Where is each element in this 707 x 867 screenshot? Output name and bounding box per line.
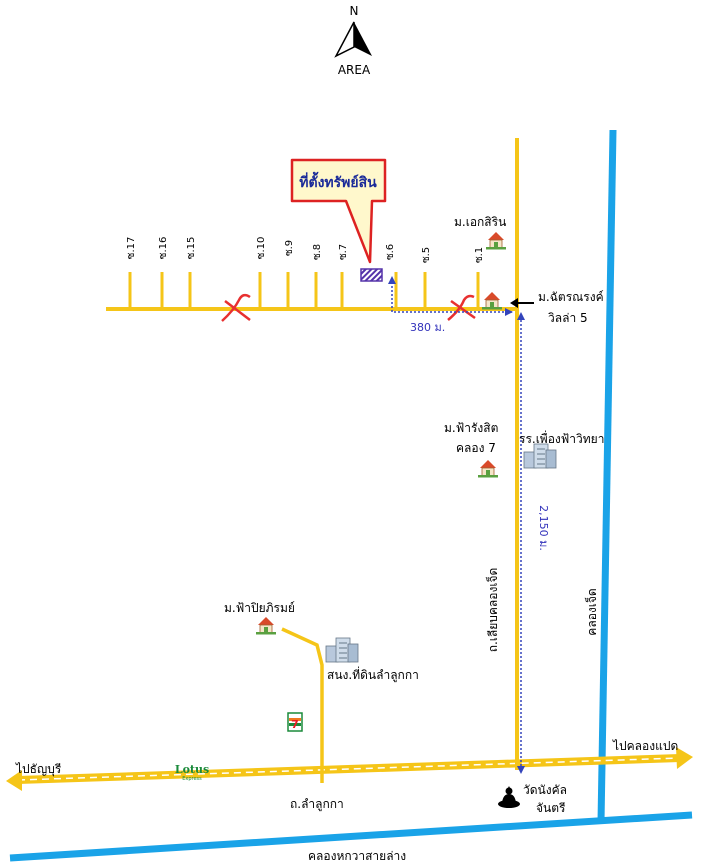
pointer-arrow bbox=[510, 298, 534, 308]
label-temple: วัดนังคัล bbox=[523, 783, 567, 797]
lotus-text: Lotus bbox=[175, 763, 209, 776]
callout-text: ที่ตั้งทรัพย์สิน bbox=[299, 171, 377, 191]
closed-road-mark bbox=[447, 294, 476, 321]
label-fah-rangsit: ม.ฟ้ารังสิต bbox=[444, 421, 498, 435]
canal-khlong-7 bbox=[597, 129, 617, 823]
soi-label: ซ.7 bbox=[338, 244, 349, 260]
soi-label: ซ.17 bbox=[126, 237, 137, 260]
temple-icon bbox=[498, 786, 520, 808]
distance-vertical: 2,150 ม. bbox=[517, 312, 550, 774]
canal-bottom bbox=[9, 811, 693, 862]
label-temple-2: จันตรี bbox=[536, 801, 566, 815]
soi-label: ซ.16 bbox=[158, 237, 169, 260]
label-villa-5: วิลล่า 5 bbox=[548, 311, 588, 325]
soi-label: ซ.15 bbox=[186, 237, 197, 260]
north-arrow-icon bbox=[354, 22, 372, 56]
compass-caption: AREA bbox=[338, 63, 371, 77]
seven-logo-text: 7 bbox=[291, 718, 299, 731]
house-icon bbox=[486, 232, 506, 250]
building-icon bbox=[325, 637, 359, 663]
soi-branches bbox=[128, 272, 480, 309]
label-road-lam-luk-ka: ถ.ลำลูกกา bbox=[290, 797, 344, 812]
arrow-right-icon bbox=[676, 747, 693, 769]
house-icon bbox=[256, 617, 276, 635]
soi-label: ซ.6 bbox=[385, 244, 396, 260]
property-marker[interactable] bbox=[360, 268, 383, 282]
label-canal-bottom: คลองหกวาสายล่าง bbox=[308, 849, 406, 863]
label-chatronrong: ม.ฉัตรณรงค์ bbox=[538, 290, 604, 304]
house-icon bbox=[482, 292, 502, 310]
label-to-thanyaburi: ไปธัญบุรี bbox=[15, 762, 62, 777]
distance-2150: 2,150 ม. bbox=[537, 505, 550, 551]
soi-label: ซ.5 bbox=[421, 247, 432, 263]
distance-horizontal: 380 ม. bbox=[388, 276, 513, 334]
soi-label: ซ.10 bbox=[256, 237, 267, 260]
lotus-sub-text: Express bbox=[182, 776, 202, 782]
label-ekkasirin: ม.เอกสิริน bbox=[454, 215, 506, 229]
lotus-logo: Lotus Express bbox=[175, 763, 209, 782]
property-callout: ที่ตั้งทรัพย์สิน bbox=[290, 158, 387, 264]
closed-road-mark bbox=[221, 293, 251, 322]
lam-luk-ka-road bbox=[6, 747, 693, 791]
north-letter: N bbox=[350, 4, 359, 18]
label-road-bypass: ถ.เลียบคลองเจ็ด bbox=[485, 568, 500, 653]
seven-eleven-logo: 7 bbox=[287, 712, 303, 732]
soi-label: ซ.8 bbox=[312, 244, 323, 260]
label-land-office: สนง.ที่ดินลำลูกกา bbox=[327, 666, 419, 683]
label-school: รร.เพื่องฟ้าวิทยา bbox=[519, 430, 604, 446]
label-to-khlong-paet: ไปคลองแปด bbox=[612, 739, 678, 753]
building-icon bbox=[523, 443, 557, 469]
road-to-fah-piyarom bbox=[281, 627, 324, 783]
house-icon bbox=[478, 460, 498, 478]
label-khlong-7: คลอง 7 bbox=[456, 441, 496, 455]
soi-label: ซ.1 bbox=[474, 247, 485, 263]
soi-labels: ซ.17 ซ.16 ซ.15 ซ.10 ซ.9 ซ.8 ซ.7 ซ.6 ซ.5 … bbox=[126, 237, 485, 264]
north-arrow: N AREA bbox=[334, 4, 372, 77]
arrow-left-icon bbox=[510, 298, 518, 308]
label-fah-piyarom: ม.ฟ้าปิยภิรมย์ bbox=[224, 601, 295, 615]
soi-label: ซ.9 bbox=[284, 240, 295, 256]
distance-380: 380 ม. bbox=[410, 321, 445, 334]
arrow-left-icon bbox=[6, 770, 22, 791]
label-canal-7: คลองเจ็ด bbox=[584, 588, 599, 635]
